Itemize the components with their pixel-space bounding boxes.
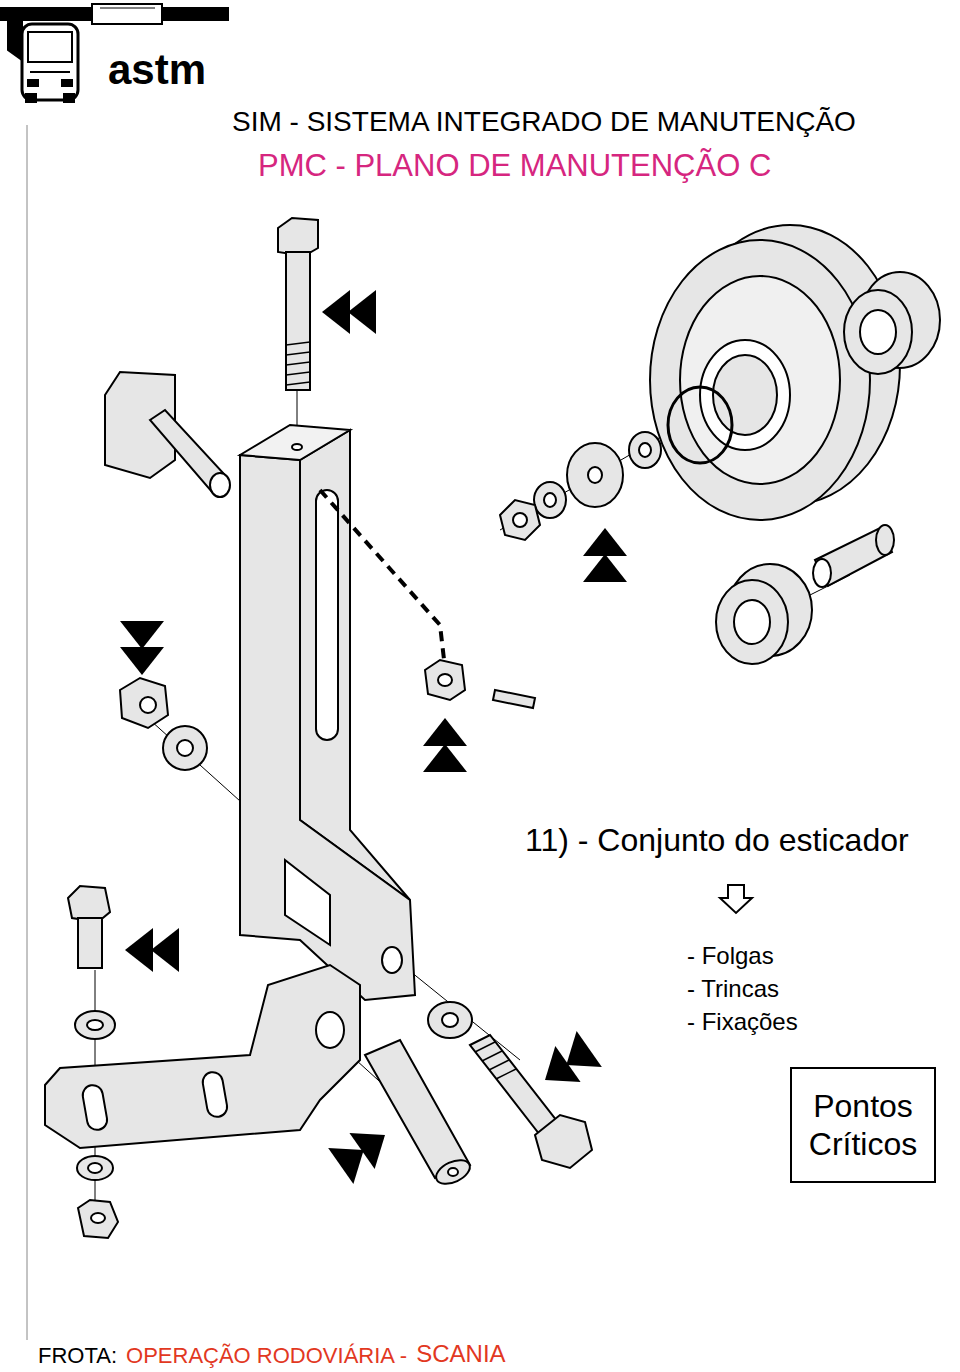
hollow-arrow: [720, 885, 752, 913]
page-title: SIM - SISTEMA INTEGRADO DE MANUTENÇÃO: [232, 106, 856, 138]
logo-icon: [0, 4, 228, 102]
parts: [45, 218, 940, 1238]
logo-text: astm: [108, 46, 206, 94]
check-item: - Fixações: [687, 1008, 798, 1036]
section-title: 11) - Conjunto do esticador: [525, 822, 909, 859]
box-content: Pontos Críticos: [800, 1087, 926, 1164]
margin-line: [27, 125, 28, 1340]
critical-point-arrows: [120, 290, 627, 1184]
footer-label: FROTA:: [38, 1343, 117, 1368]
footer-value: SCANIA: [416, 1340, 505, 1368]
box-text: Pontos Críticos: [800, 1087, 926, 1164]
critical-points-box: Pontos Críticos: [790, 1067, 936, 1183]
footer-value: OPERAÇÃO RODOVIÁRIA -: [126, 1343, 407, 1368]
plan-title: PMC - PLANO DE MANUTENÇÃO C: [258, 148, 771, 184]
check-item: - Folgas: [687, 942, 774, 970]
check-item: - Trincas: [687, 975, 779, 1003]
